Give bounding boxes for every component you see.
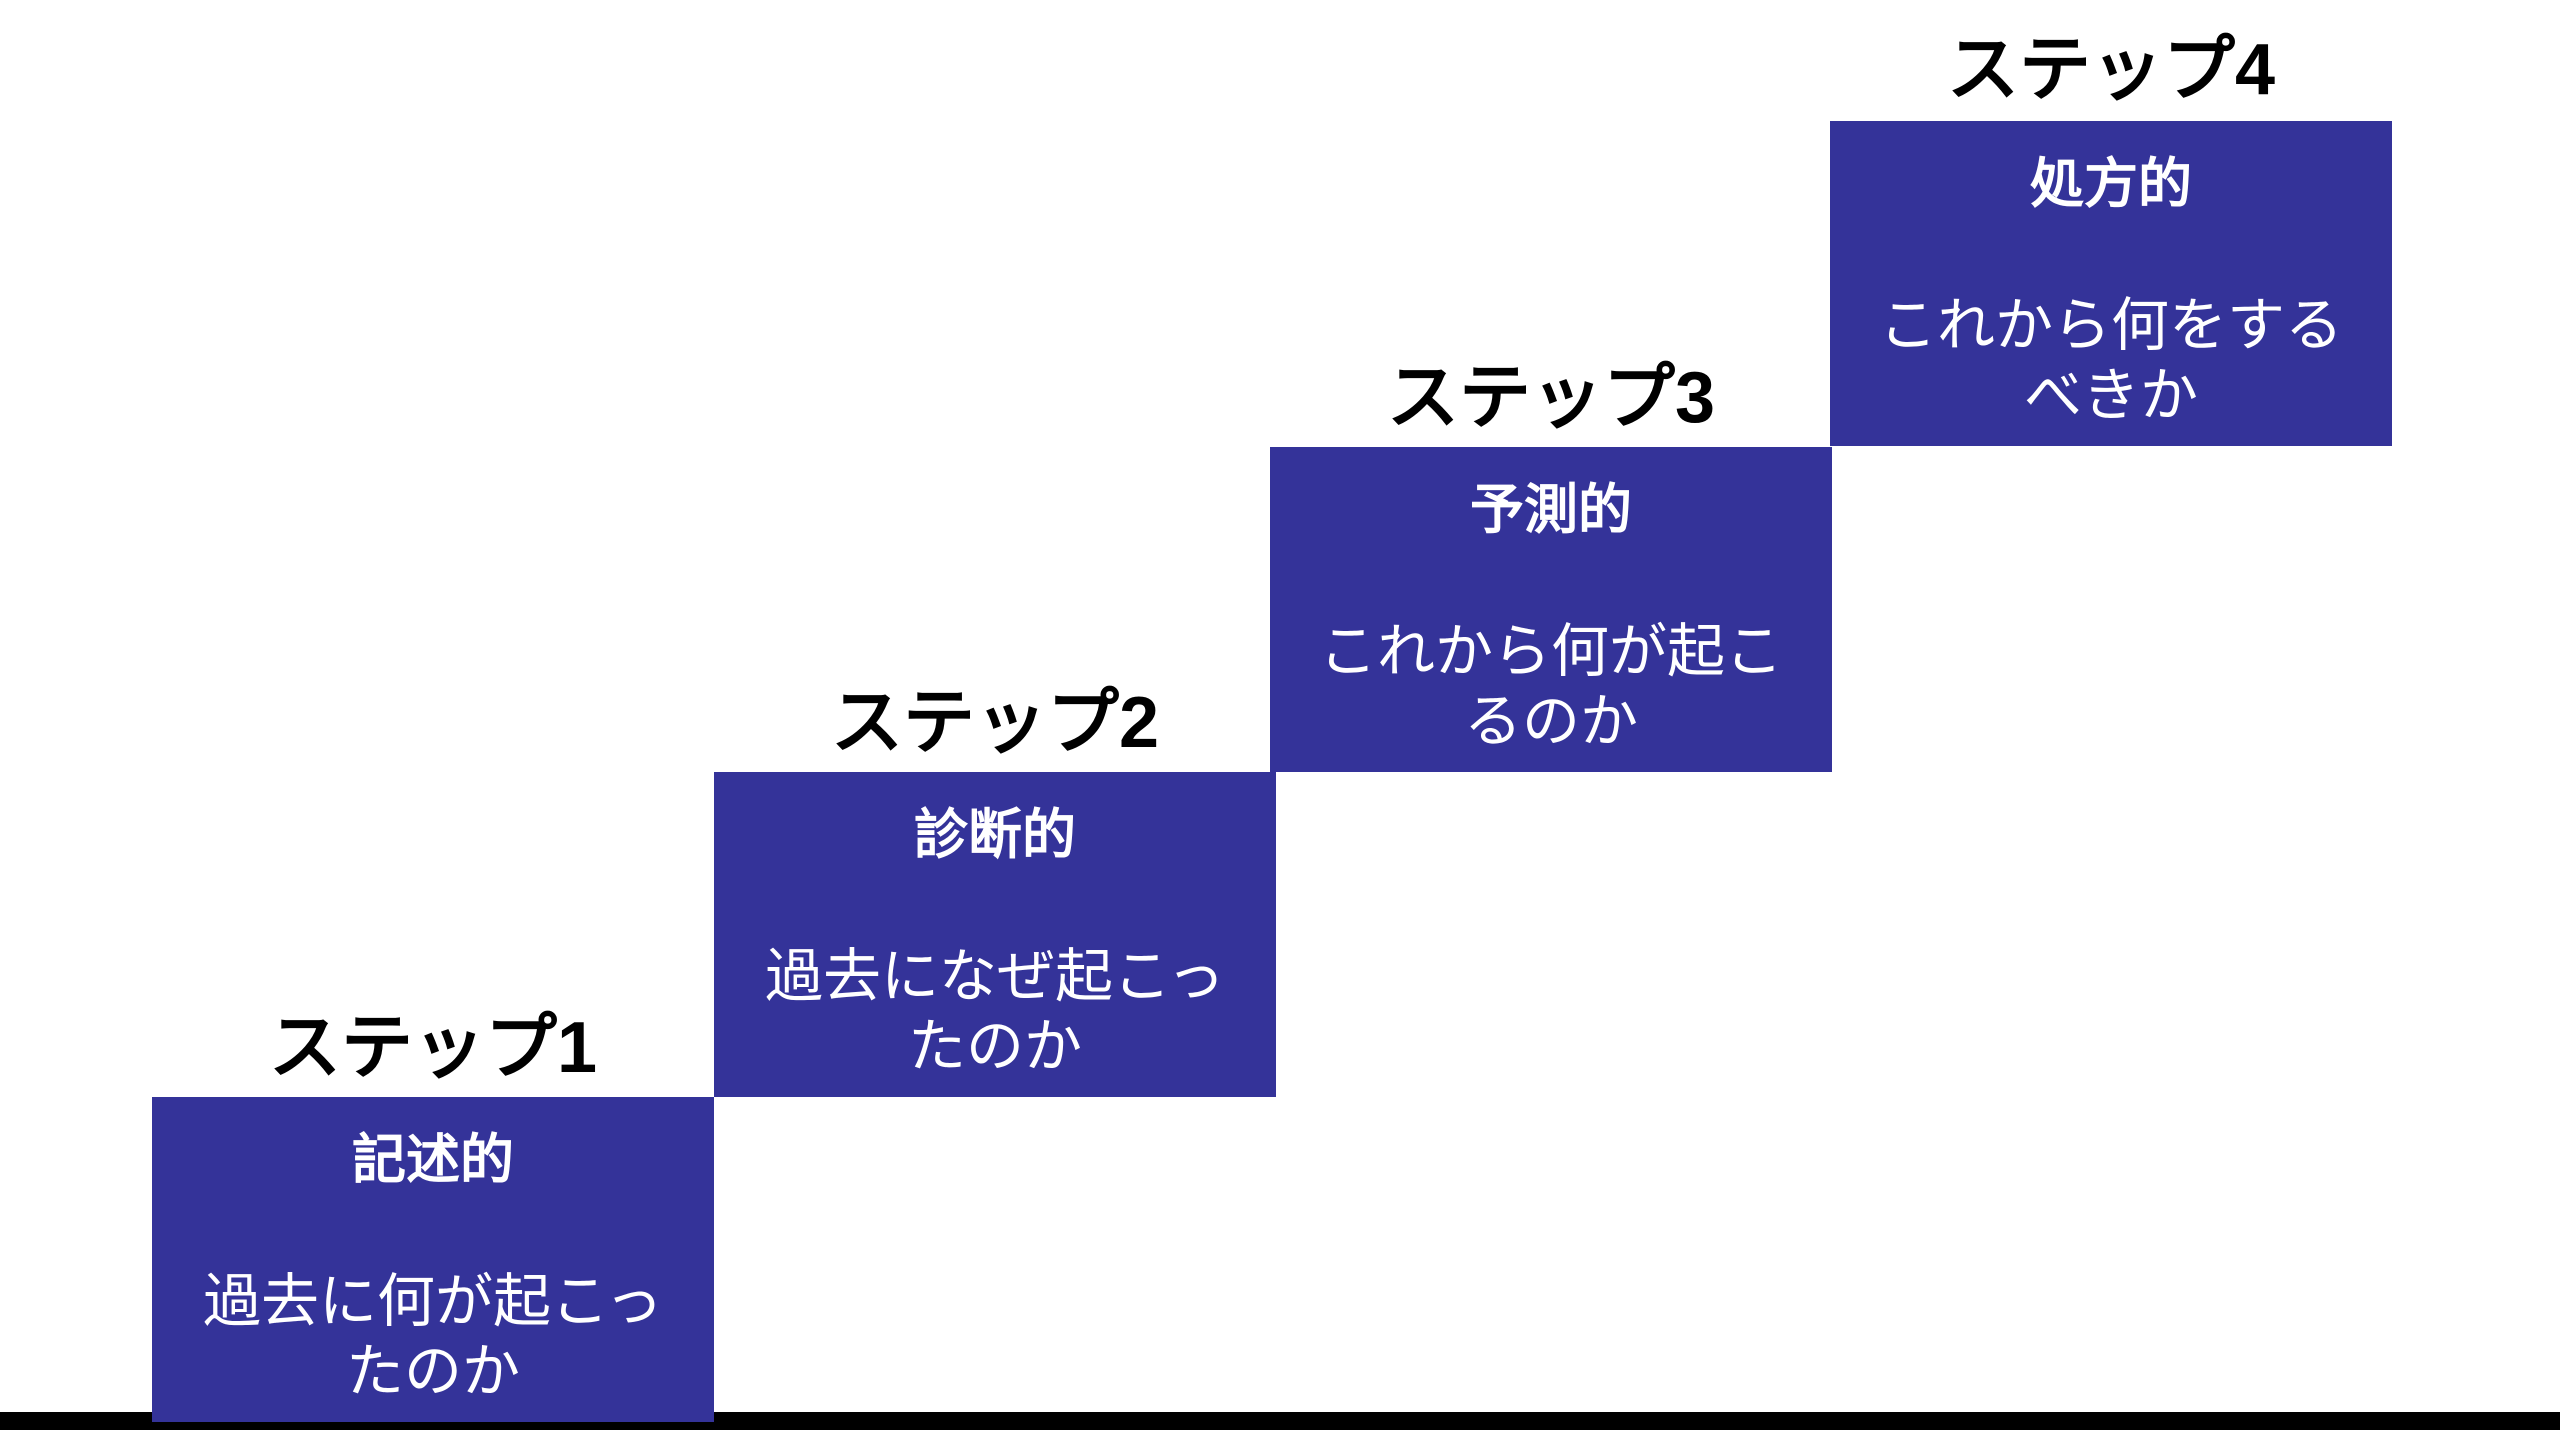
- step-1-title: 記述的: [352, 1130, 514, 1190]
- step-1-description: 過去に何が起こったのか: [203, 1269, 663, 1404]
- step-1-label: ステップ1: [268, 1008, 598, 1088]
- step-3-box: 予測的 これから何が起こるのか: [1270, 447, 1832, 772]
- step-4-title: 処方的: [2030, 154, 2192, 214]
- step-3-description: これから何が起こるのか: [1318, 619, 1783, 754]
- step-3-label: ステップ3: [1386, 358, 1716, 438]
- step-4-description: これから何をするべきか: [1878, 293, 2343, 428]
- step-1-box: 記述的 過去に何が起こったのか: [152, 1097, 714, 1422]
- step-2-description: 過去になぜ起こったのか: [765, 944, 1225, 1079]
- step-3-title: 予測的: [1470, 480, 1632, 540]
- step-4-label: ステップ4: [1946, 30, 2276, 110]
- step-2-title: 診断的: [914, 805, 1076, 865]
- step-2-box: 診断的 過去になぜ起こったのか: [714, 772, 1276, 1097]
- step-4-box: 処方的 これから何をするべきか: [1830, 121, 2392, 446]
- step-2-label: ステップ2: [830, 683, 1160, 763]
